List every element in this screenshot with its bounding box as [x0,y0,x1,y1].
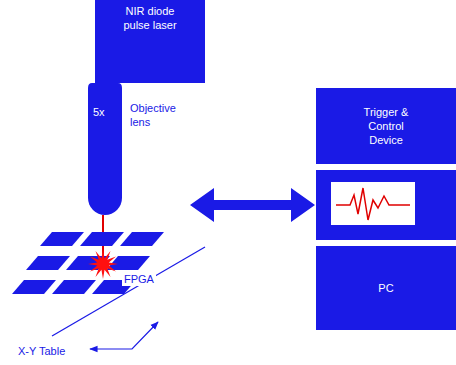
table-edge [52,247,205,336]
oscilloscope-screen [331,182,415,225]
node-text: Objective lens [130,101,190,130]
fpga-chip [26,256,70,270]
node-text: PC [378,281,393,295]
node-text: 5x [93,105,105,119]
fpga-chip [12,280,56,294]
objective-lens: 5xObjective lens [88,95,122,215]
table-label: X-Y Table [16,345,67,358]
chip-label: FPGA [122,273,156,286]
node-text: Trigger & Control Device [362,105,410,148]
communication-arrow [190,188,315,222]
oscilloscope-box [316,170,456,240]
waveform [336,188,410,220]
laser-spot [88,249,118,279]
pc-box: PC [316,246,456,330]
fpga-chip [52,280,96,294]
fpga-chip [80,232,124,246]
node-text: NIR diode pulse laser [117,4,183,33]
axis-arrows [90,322,158,349]
control-box: Trigger & Control Device [316,88,456,164]
fpga-chip [120,232,164,246]
laser-box: NIR diode pulse laser [95,0,205,83]
fpga-chip [40,232,84,246]
